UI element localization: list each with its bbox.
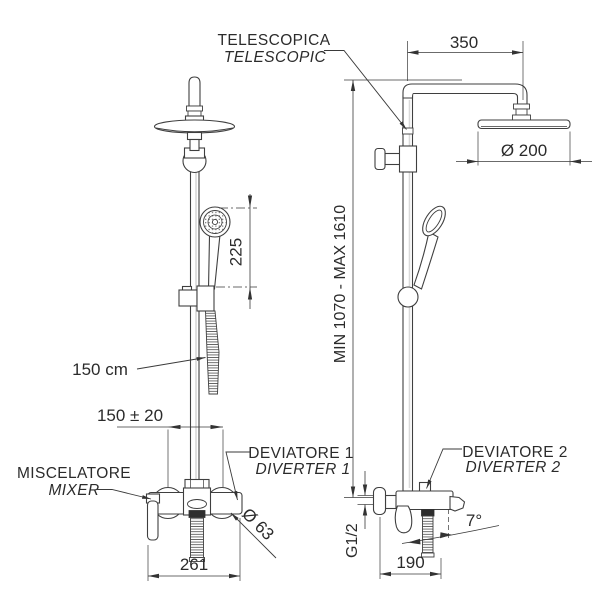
dim-63-text: Ø 63 bbox=[238, 504, 277, 543]
dim-inlet-spacing: 150 ± 20 bbox=[97, 406, 224, 487]
dim-7deg-text: 7° bbox=[466, 511, 482, 530]
dim-350-text: 350 bbox=[450, 33, 478, 52]
dim-height-range: MIN 1070 - MAX 1610 bbox=[332, 79, 462, 498]
dim-225-text: 225 bbox=[227, 238, 246, 266]
hand-shower-side bbox=[397, 205, 446, 308]
dim-g12-text: G1/2 bbox=[344, 523, 361, 558]
dim-190-text: 190 bbox=[396, 553, 424, 572]
mixer-wall-flange bbox=[372, 486, 387, 516]
mixer-label-it: MISCELATORE bbox=[17, 465, 131, 482]
dim-spout-angle: 7° bbox=[401, 509, 500, 545]
slider-knob bbox=[397, 286, 419, 308]
dim-200-text: Ø 200 bbox=[501, 141, 547, 160]
front-view: 225 150 cm 150 ± 20 261 Ø bbox=[17, 76, 353, 581]
dim-handshower-offset: 225 bbox=[216, 194, 257, 309]
overhead-shower-side bbox=[477, 119, 571, 130]
label-telescopic: TELESCOPICA TELESCOPIC bbox=[218, 32, 407, 130]
mixer-hose-front bbox=[190, 517, 204, 558]
label-diverter1: DEVIATORE 1 DIVERTER 1 bbox=[225, 445, 353, 501]
dim-arm-reach: 350 bbox=[407, 33, 524, 100]
dim-mixer-width: 261 bbox=[147, 518, 241, 581]
mixer-lever-side bbox=[394, 505, 413, 534]
dim-head-diameter: Ø 200 bbox=[456, 131, 592, 166]
telescopic-label-en: TELESCOPIC bbox=[224, 49, 327, 66]
diverter1-label-it: DEVIATORE 1 bbox=[248, 445, 353, 462]
label-diverter2: DEVIATORE 2 DIVERTER 2 bbox=[426, 444, 567, 489]
dim-150cm-text: 150 cm bbox=[72, 360, 128, 379]
dim-thread-size: G1/2 bbox=[344, 471, 373, 558]
mixer-label-en: MIXER bbox=[48, 482, 99, 499]
dim-mixer-depth: 190 bbox=[379, 517, 442, 579]
mixer-side bbox=[372, 481, 466, 558]
diverter2-label-it: DEVIATORE 2 bbox=[462, 444, 567, 461]
side-view: TELESCOPICA TELESCOPIC 350 Ø 200 MI bbox=[218, 32, 592, 579]
hand-shower-holder bbox=[178, 285, 215, 312]
shower-hose-front bbox=[205, 310, 220, 395]
dim-height-range-text: MIN 1070 - MAX 1610 bbox=[332, 205, 349, 363]
dim-inlet-spacing-text: 150 ± 20 bbox=[97, 406, 163, 425]
front-ball-joint bbox=[182, 147, 207, 174]
front-overhead-shower bbox=[153, 76, 236, 152]
telescopic-joint bbox=[402, 127, 414, 135]
dim-hose-length: 150 cm bbox=[72, 357, 206, 379]
mixer-hose-side bbox=[422, 515, 434, 554]
telescopic-label-it: TELESCOPICA bbox=[218, 32, 331, 49]
label-mixer: MISCELATORE MIXER bbox=[17, 465, 152, 500]
diverter1-label-en: DIVERTER 1 bbox=[255, 461, 350, 478]
mixer-spout bbox=[449, 495, 466, 512]
wall-bracket bbox=[374, 145, 418, 173]
mixer-front bbox=[145, 478, 243, 562]
shower-arm bbox=[402, 83, 531, 121]
dim-261-text: 261 bbox=[180, 555, 208, 574]
front-hand-shower bbox=[199, 206, 231, 290]
front-riser-pipe bbox=[189, 167, 200, 493]
diverter2-label-en: DIVERTER 2 bbox=[465, 459, 560, 476]
